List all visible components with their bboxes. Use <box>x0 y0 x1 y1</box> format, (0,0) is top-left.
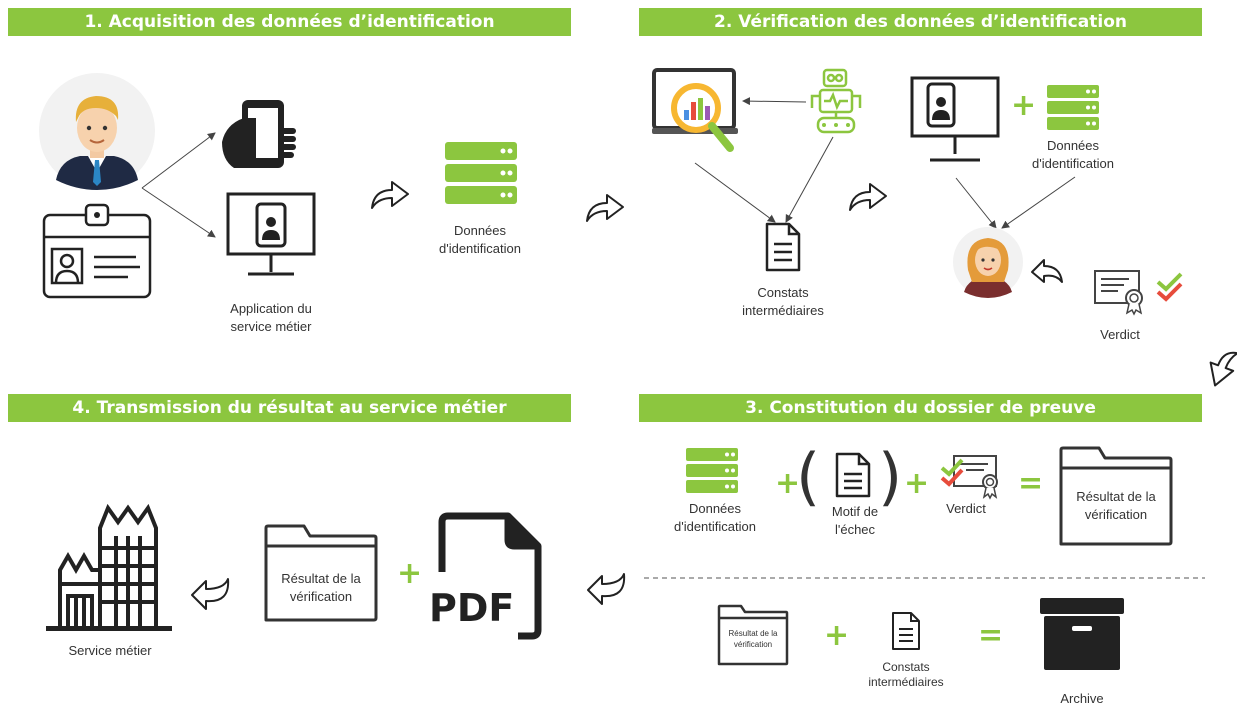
return-arrow-icon <box>1031 259 1063 283</box>
section-1-title: 1. Acquisition des données d’identificat… <box>8 8 571 36</box>
computer-id-icon <box>910 76 1000 162</box>
constats-label-2: Constats intermédiaires <box>742 285 824 318</box>
open-paren: ( <box>796 440 821 513</box>
folder-icon <box>717 604 789 666</box>
resultat-small-label: Résultat de la vérification <box>728 629 778 649</box>
document-icon <box>892 612 920 650</box>
certificate-icon <box>940 455 998 500</box>
resultat-label-3: Résultat de la vérification <box>1076 489 1156 522</box>
return-arrow-icon <box>587 573 626 605</box>
building-icon <box>46 503 172 631</box>
service-label: Service métier <box>68 643 152 658</box>
database-icon <box>1047 85 1099 130</box>
verdict-label-2: Verdict <box>1100 327 1140 342</box>
donnees-label-3: Données d'identification <box>674 501 756 534</box>
motif-label: Motif de l'échec <box>831 504 879 537</box>
id-card-icon <box>42 203 152 299</box>
database-icon <box>686 448 738 493</box>
certificate-icon <box>1094 270 1143 316</box>
robot-icon <box>810 68 862 134</box>
archive-box-icon <box>1040 598 1124 670</box>
constats-label-3: Constats intermédiaires <box>868 660 944 689</box>
pdf-file-icon <box>438 512 542 640</box>
section-2-title: 2. Vérification des données d’identifica… <box>639 8 1202 36</box>
folder-icon <box>264 524 378 622</box>
section-4-title: 4. Transmission du résultat au service m… <box>8 394 571 422</box>
folder-icon <box>1059 446 1173 546</box>
close-paren: ) <box>878 440 903 513</box>
app-service-label: Application du service métier <box>230 301 312 334</box>
equals-sign: = <box>1018 466 1044 501</box>
document-icon <box>835 452 871 498</box>
checkmark-icon <box>1156 272 1183 302</box>
return-arrow-icon <box>191 578 230 610</box>
donnees-label-1: Données d'identification <box>439 223 521 256</box>
user-avatar-icon <box>39 73 155 190</box>
plus-sign: + <box>397 556 423 591</box>
forward-arrow-icon <box>586 194 624 222</box>
section-3-title: 3. Constitution du dossier de preuve <box>639 394 1202 422</box>
plus-sign: + <box>824 618 850 653</box>
female-agent-icon <box>953 227 1023 298</box>
plus-sign: + <box>904 466 930 501</box>
archive-label: Archive <box>1060 691 1104 706</box>
plus-sign: + <box>775 466 801 501</box>
database-icon <box>445 142 517 204</box>
equals-sign: = <box>978 618 1004 653</box>
document-icon <box>765 222 801 272</box>
plus-sign: + <box>1011 88 1037 123</box>
forward-arrow-icon <box>849 183 887 211</box>
verdict-label-3: Verdict <box>946 501 986 516</box>
computer-id-icon <box>226 192 316 276</box>
forward-arrow-icon <box>371 181 409 209</box>
donnees-label-2: Données d'identification <box>1032 138 1114 171</box>
smartphone-hand-icon <box>222 100 296 168</box>
resultat-label-4: Résultat de la vérification <box>281 571 361 604</box>
forward-arrow-icon <box>1209 351 1237 387</box>
pdf-label: PDF <box>429 586 515 630</box>
laptop-analytics-icon <box>652 68 738 152</box>
